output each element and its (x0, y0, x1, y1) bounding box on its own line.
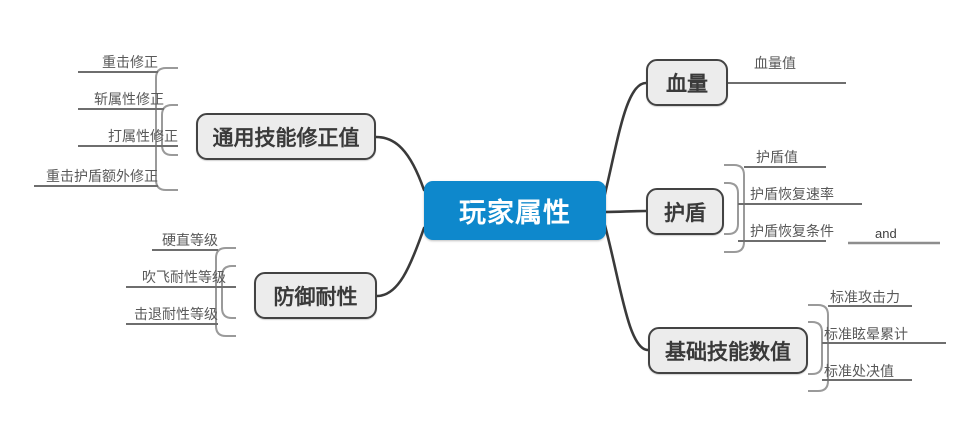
branch-node-shield[interactable]: 护盾 (646, 188, 724, 235)
connector-center-to-defense-resistance (375, 226, 426, 298)
bracket-shield-inner (724, 182, 739, 235)
bracket-defense-outer (215, 247, 236, 337)
leaf-basic-2[interactable]: 标准眩晕累计 (824, 326, 908, 342)
leaf-universal-2[interactable]: 斩属性修正 (94, 91, 164, 107)
leaf-universal-4[interactable]: 重击护盾额外修正 (46, 168, 158, 184)
branch-node-health[interactable]: 血量 (646, 59, 728, 106)
center-node-player-attributes[interactable]: 玩家属性 (424, 181, 606, 240)
leaf-basic-3[interactable]: 标准处决值 (824, 363, 894, 379)
connector-center-to-universal-skill-modifiers (374, 135, 426, 192)
bracket-basic-inner (808, 321, 823, 375)
annotation-and: and (875, 226, 897, 241)
connector-center-to-health (602, 81, 648, 200)
leaf-basic-1[interactable]: 标准攻击力 (830, 289, 900, 305)
leaf-universal-3[interactable]: 打属性修正 (108, 128, 178, 144)
leaf-defense-2[interactable]: 吹飞耐性等级 (142, 269, 226, 285)
leaf-universal-1[interactable]: 重击修正 (102, 54, 158, 70)
leaf-defense-1[interactable]: 硬直等级 (162, 232, 218, 248)
leaf-shield-3[interactable]: 护盾恢复条件 (750, 223, 834, 239)
branch-node-defense-resistance[interactable]: 防御耐性 (254, 272, 377, 319)
connector-center-to-shield (602, 209, 648, 214)
branch-node-basic-skill-values[interactable]: 基础技能数值 (648, 327, 808, 374)
leaf-health-1[interactable]: 血量值 (754, 55, 796, 71)
connector-center-to-basic-skill-values (602, 220, 650, 352)
branch-node-universal-skill-modifiers[interactable]: 通用技能修正值 (196, 113, 376, 160)
leaf-shield-1[interactable]: 护盾值 (756, 149, 798, 165)
leaf-shield-2[interactable]: 护盾恢复速率 (750, 186, 834, 202)
leaf-defense-3[interactable]: 击退耐性等级 (134, 306, 218, 322)
bracket-shield-outer (724, 164, 745, 253)
